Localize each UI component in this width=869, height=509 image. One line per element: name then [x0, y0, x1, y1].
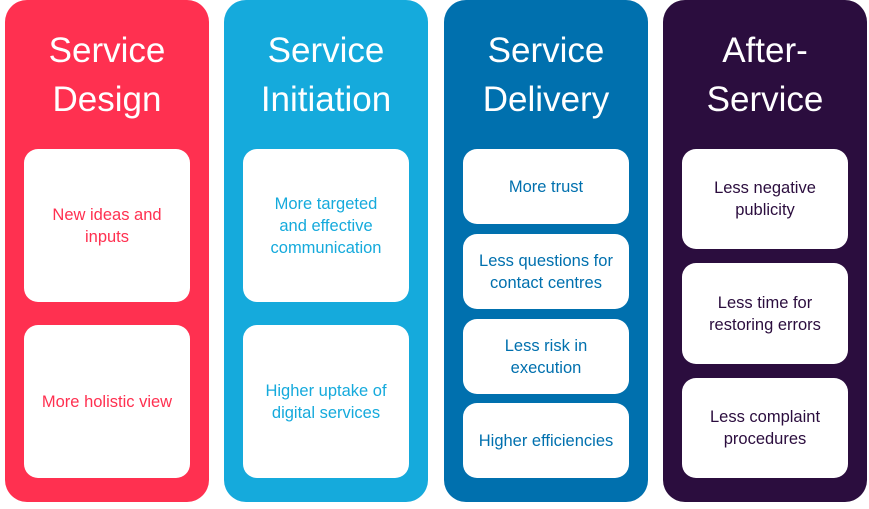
benefit-card: Less complaint procedures — [682, 378, 848, 478]
title-line: Initiation — [260, 80, 392, 119]
benefit-card: Less time for restoring errors — [682, 263, 848, 364]
benefit-card: Higher uptake of digital services — [243, 325, 409, 478]
title-line: Design — [52, 80, 162, 119]
benefit-card: Less risk in execution — [463, 319, 629, 394]
title-line: Service — [706, 80, 824, 119]
benefit-card: More trust — [463, 149, 629, 224]
title-line: Service — [267, 31, 385, 70]
column-after-service: After- Service Less negative publicity Le… — [663, 0, 867, 502]
column-title: After- Service — [663, 26, 867, 124]
benefit-card: More targeted and effective communicatio… — [243, 149, 409, 302]
benefit-card: Less questions for contact centres — [463, 234, 629, 309]
title-line: After- — [722, 31, 808, 70]
title-line: Service — [48, 31, 166, 70]
benefit-card: More holistic view — [24, 325, 190, 478]
benefit-card: Less negative publicity — [682, 149, 848, 249]
benefit-card: New ideas and inputs — [24, 149, 190, 302]
benefit-card: Higher efficiencies — [463, 403, 629, 478]
title-line: Service — [487, 31, 605, 70]
title-line: Delivery — [482, 80, 610, 119]
